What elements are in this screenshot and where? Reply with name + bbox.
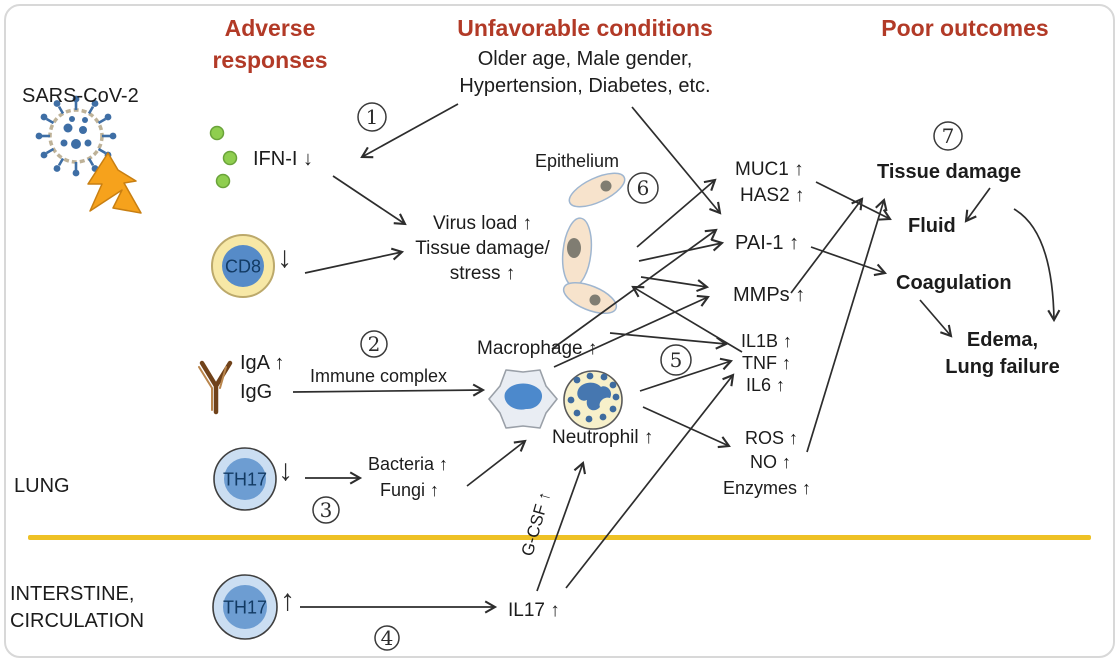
th17-systemic-up-arrow: ↑	[280, 584, 295, 617]
outcome-coagulation-label: Coagulation	[896, 272, 1012, 294]
mmps-label: MMPs ↑	[733, 284, 806, 306]
step-3: 3	[312, 496, 340, 524]
header-unfavorable-conditions: Unfavorable conditions	[457, 15, 713, 41]
tissue-damage-mid-label: Tissue damage/	[415, 238, 550, 259]
ifn-dots	[209, 125, 238, 189]
arrow-conditions-to-pai1	[631, 106, 722, 215]
outcome-fluid-label: Fluid	[908, 215, 956, 237]
arrow-bacteria-to-neutrophil	[466, 439, 527, 487]
arrow-mmps-to-tissuedamage	[790, 197, 864, 294]
th17-systemic-cell: TH17	[212, 574, 278, 640]
arrow-neutrophil-to-tnf	[639, 357, 734, 392]
arrow-tissuedamage-to-fluid	[964, 187, 991, 223]
arrow-cytokines-to-epithelium	[631, 285, 743, 353]
cd8-down-arrow: ↓	[277, 241, 292, 274]
neutrophil-cell	[563, 370, 623, 430]
step-numbers: 1 2 3 4 5 6 7	[312, 102, 963, 651]
arrow-epithelium-to-pai1	[638, 238, 725, 262]
epithelium-label: Epithelium	[535, 151, 620, 171]
conditions-line-2: Hypertension, Diabetes, etc.	[459, 75, 711, 97]
svg-text:1: 1	[366, 105, 379, 129]
arrow-macrophage-to-mmps	[553, 294, 710, 368]
bacteria-label: Bacteria ↑	[368, 454, 449, 474]
no-label: NO ↑	[750, 452, 792, 472]
epithelium-cells	[561, 172, 626, 315]
svg-text:2: 2	[368, 332, 381, 356]
arrow-epithelium-to-mmps	[640, 276, 710, 293]
header-adverse-responses: Adverse responses	[212, 15, 328, 73]
arrow-neutrophil-to-ros	[642, 406, 731, 449]
svg-text:4: 4	[381, 626, 394, 650]
arrow-epithelium-to-muc1	[636, 178, 717, 248]
th17-lung-cell: TH17	[213, 447, 277, 511]
cd8-cell-label: CD8	[225, 257, 261, 277]
macrophage-label: Macrophage ↑	[477, 338, 598, 359]
pai1-label: PAI-1 ↑	[735, 232, 800, 254]
il17-label: IL17 ↑	[508, 600, 560, 621]
cd8-cell: CD8	[211, 234, 275, 298]
svg-text:3: 3	[320, 498, 333, 522]
muc1-label: MUC1 ↑	[735, 159, 804, 180]
region-interstine-label: INTERSTINE,	[10, 583, 135, 605]
has2-label: HAS2 ↑	[740, 185, 805, 206]
arrow-immunecomplex-to-macrophage	[292, 383, 486, 397]
step-4: 4	[374, 625, 400, 651]
virus-icon	[35, 95, 117, 177]
region-circulation-label: CIRCULATION	[10, 610, 145, 632]
virus-load-label: Virus load ↑	[433, 213, 532, 234]
enzymes-label: Enzymes ↑	[723, 478, 812, 498]
arrows	[292, 103, 1061, 614]
outcome-edema-label: Edema,	[966, 329, 1039, 351]
header-poor-outcomes: Poor outcomes	[881, 15, 1049, 41]
th17-lung-down-arrow: ↓	[278, 454, 293, 487]
svg-text:7: 7	[942, 124, 955, 148]
region-lung-label: LUNG	[14, 475, 70, 497]
lightning-icon	[87, 152, 142, 214]
lung-systemic-divider	[28, 535, 1091, 540]
arrow-fluid-to-lungfailure	[1013, 208, 1061, 323]
step-6: 6	[627, 172, 659, 204]
step-2: 2	[360, 330, 388, 358]
arrow-il17-to-neutrophil-gcsf	[536, 461, 586, 592]
step-1: 1	[357, 102, 387, 132]
macrophage-cell	[488, 369, 558, 429]
antibody-icon	[198, 360, 233, 415]
ifn-label: IFN-I ↓	[253, 148, 313, 170]
th17-lung-cell-label: TH17	[223, 470, 267, 490]
tnf-label: TNF ↑	[742, 353, 791, 373]
ros-label: ROS ↑	[745, 428, 799, 448]
arrow-ifn-to-virusload	[332, 175, 407, 226]
il6-label: IL6 ↑	[746, 375, 786, 395]
svg-text:6: 6	[637, 176, 650, 200]
arrow-coagulation-to-edema	[919, 299, 953, 338]
il1b-label: IL1B ↑	[741, 331, 793, 351]
outcome-lung-failure-label: Lung failure	[945, 356, 1060, 378]
outcome-tissue-damage-label: Tissue damage	[877, 161, 1022, 183]
stress-label: stress ↑	[449, 263, 516, 284]
fungi-label: Fungi ↑	[380, 480, 440, 500]
step-7: 7	[933, 121, 963, 151]
svg-text:5: 5	[670, 348, 683, 372]
arrow-pai1-to-coagulation	[810, 246, 887, 277]
arrow-cd8-to-virusload	[304, 247, 405, 274]
igg-label: IgG	[240, 381, 273, 403]
arrow-il17-to-tnf	[565, 373, 735, 589]
conditions-line-1: Older age, Male gender,	[477, 48, 693, 70]
sars-cov-2-label: SARS-CoV-2	[22, 85, 139, 107]
neutrophil-label: Neutrophil ↑	[552, 427, 654, 448]
immune-complex-label: Immune complex	[310, 366, 448, 386]
arrow-macrophage-to-il1b	[609, 332, 729, 350]
step-5: 5	[660, 344, 692, 376]
arrow-ros-to-tissuedamage	[806, 197, 888, 453]
arrow-has2-to-fluid	[815, 181, 892, 221]
iga-label: IgA ↑	[240, 352, 285, 374]
arrow-conditions-to-ifn	[360, 103, 459, 159]
th17-systemic-cell-label: TH17	[223, 598, 267, 618]
